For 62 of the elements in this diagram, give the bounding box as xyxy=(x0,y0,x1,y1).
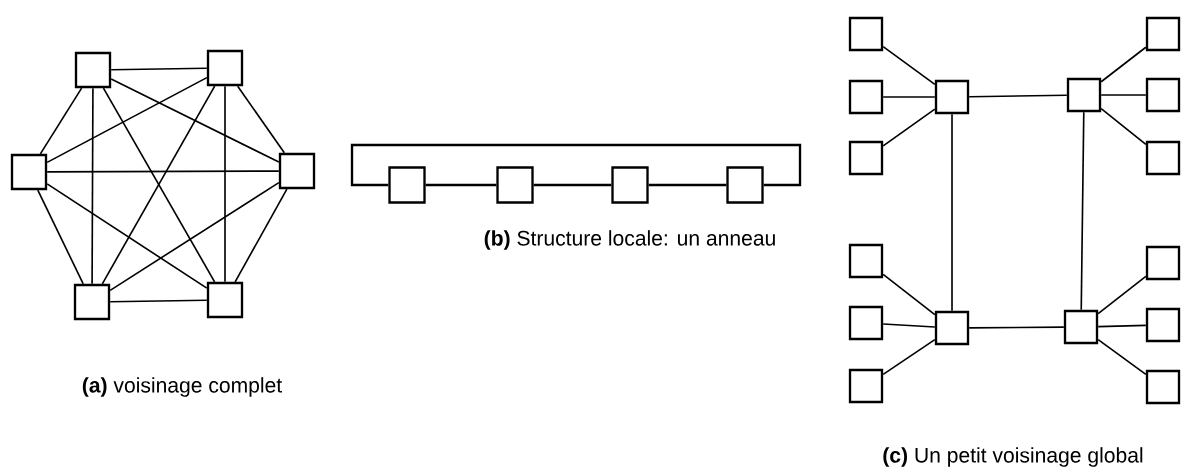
connector-line xyxy=(234,188,288,283)
connector-line xyxy=(1100,107,1147,146)
node-box xyxy=(206,281,244,319)
connector-line xyxy=(648,183,727,187)
connector-line xyxy=(37,189,85,285)
caption: (b) Structure locale: un anneau xyxy=(484,230,775,250)
connector-line xyxy=(109,181,280,292)
node-box xyxy=(848,16,884,52)
connector-line xyxy=(968,94,1068,98)
node-box xyxy=(74,51,112,89)
node-box xyxy=(388,166,426,204)
connector-line xyxy=(968,326,1065,329)
connector-line xyxy=(882,96,936,98)
connector-line xyxy=(1080,111,1085,311)
connector-line xyxy=(39,87,83,155)
node-box xyxy=(1066,77,1102,113)
connector-line xyxy=(91,87,94,285)
node-box xyxy=(1145,307,1181,343)
connector-line xyxy=(224,85,226,283)
node-box xyxy=(73,283,111,321)
connector-line xyxy=(110,67,208,71)
connector-line xyxy=(1097,338,1147,376)
node-box xyxy=(934,79,970,115)
connector-line xyxy=(1097,275,1147,315)
node-box xyxy=(1145,77,1181,113)
node-box xyxy=(1145,16,1181,52)
connector-line xyxy=(236,85,286,154)
connector-line xyxy=(1100,94,1147,96)
node-box xyxy=(10,153,48,191)
node-box xyxy=(1145,369,1181,405)
connector-line xyxy=(425,183,497,187)
caption: (a) voisinage complet xyxy=(82,377,282,397)
node-box xyxy=(848,243,884,279)
node-box xyxy=(848,368,884,404)
node-box xyxy=(206,49,244,87)
connector-line xyxy=(110,78,280,163)
connector-line xyxy=(882,338,936,376)
connector-line xyxy=(46,183,208,289)
connector-line xyxy=(951,113,953,312)
ring-connector xyxy=(350,143,802,187)
connector-line xyxy=(533,183,612,187)
node-box xyxy=(726,166,764,204)
node-box xyxy=(934,310,970,346)
node-box xyxy=(496,166,534,204)
connector-line xyxy=(1097,324,1147,328)
node-box xyxy=(848,79,884,115)
node-box xyxy=(1145,245,1181,281)
connector-line xyxy=(882,323,936,328)
connector-line xyxy=(882,273,936,316)
caption: (c) Un petit voisinage global xyxy=(883,447,1143,467)
connector-line xyxy=(882,108,936,147)
connector-line xyxy=(882,45,936,86)
node-box xyxy=(848,140,884,176)
connector-line xyxy=(46,76,208,164)
connector-line xyxy=(1100,46,1147,83)
node-box xyxy=(1145,140,1181,176)
connector-line xyxy=(109,299,208,303)
connector-line xyxy=(46,170,280,173)
node-box xyxy=(611,166,649,204)
node-box xyxy=(278,152,316,190)
node-box xyxy=(1063,309,1099,345)
node-box xyxy=(848,305,884,341)
